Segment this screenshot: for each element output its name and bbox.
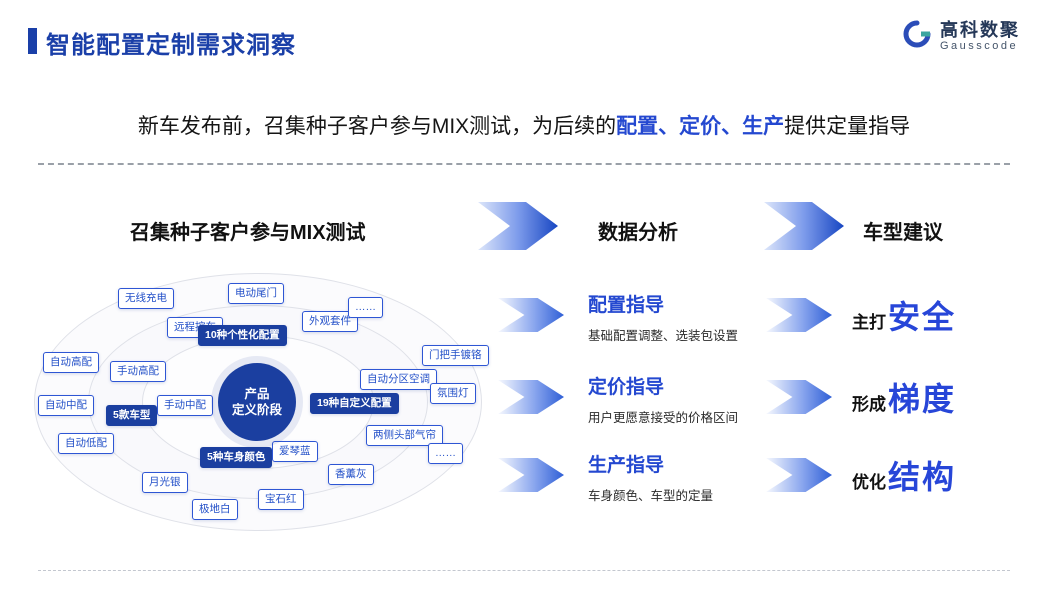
- analysis-row-pricing: 定价指导 用户更愿意接受的价格区间 形成 梯度: [498, 366, 1042, 440]
- bottom-dashed-divider: [38, 570, 1010, 571]
- diagram-label-highlight: 10种个性化配置: [198, 325, 287, 347]
- diagram-label: 外观套件: [302, 311, 358, 333]
- diagram-label: 电动尾门: [228, 283, 284, 305]
- suggestion-keyword: 梯度: [888, 381, 957, 417]
- diagram-label: 自动分区空调: [360, 369, 437, 391]
- subtitle-highlight: 配置、定价、生产: [616, 115, 785, 138]
- logo-name: 高科数聚: [940, 19, 1020, 40]
- suggestion-block: 形成 梯度: [852, 374, 956, 420]
- flow-step2-title: 数据分析: [598, 222, 678, 244]
- diagram-label-highlight: 5款车型: [106, 405, 158, 427]
- title-accent-bar: [28, 28, 37, 54]
- analysis-title: 生产指导: [588, 455, 665, 476]
- logo-tagline: Gausscode: [940, 40, 1019, 53]
- subtitle-post: 提供定量指导: [784, 115, 911, 138]
- diagram-label: 极地白: [192, 499, 238, 521]
- diagram-label: 香薰灰: [328, 464, 374, 486]
- diagram-label-highlight: 19种自定义配置: [310, 393, 399, 415]
- diagram-label: 氛围灯: [430, 383, 476, 405]
- analysis-text-block: 定价指导 用户更愿意接受的价格区间: [588, 372, 763, 426]
- page-title: 智能配置定制需求洞察: [46, 32, 296, 59]
- analysis-row-config: 配置指导 基础配置调整、选装包设置 主打 安全: [498, 284, 1042, 358]
- suggestion-prefix: 形成: [852, 395, 886, 414]
- suggestion-prefix: 优化: [852, 473, 886, 492]
- small-arrow-icon: [498, 380, 564, 414]
- slide-subtitle: 新车发布前，召集种子客户参与MIX测试，为后续的配置、定价、生产提供定量指导: [0, 110, 1048, 140]
- analysis-row-production: 生产指导 车身颜色、车型的定量 优化 结构: [498, 444, 1042, 518]
- flow-arrow-2-icon: [764, 202, 844, 250]
- analysis-text-block: 生产指导 车身颜色、车型的定量: [588, 450, 763, 504]
- suggestion-keyword: 结构: [888, 459, 957, 495]
- flow-step1-title: 召集种子客户参与MIX测试: [130, 222, 366, 244]
- small-arrow-icon: [498, 298, 564, 332]
- analysis-desc: 用户更愿意接受的价格区间: [588, 411, 739, 425]
- diagram-label: 自动高配: [43, 352, 99, 374]
- diagram-label: 自动低配: [58, 433, 114, 455]
- top-dashed-divider: [38, 163, 1010, 165]
- diagram-label: 手动中配: [157, 395, 213, 417]
- diagram-label: 月光银: [142, 472, 188, 494]
- diagram-label: 自动中配: [38, 395, 94, 417]
- analysis-desc: 车身颜色、车型的定量: [588, 489, 714, 503]
- suggestion-keyword: 安全: [888, 299, 957, 335]
- small-arrow-icon: [766, 458, 832, 492]
- suggestion-prefix: 主打: [852, 313, 886, 332]
- subtitle-pre: 新车发布前，召集种子客户参与MIX测试，为后续的: [137, 115, 617, 138]
- analysis-title: 配置指导: [588, 295, 665, 316]
- diagram-label: 宝石红: [258, 489, 304, 511]
- small-arrow-icon: [498, 458, 564, 492]
- flow-step3-title: 车型建议: [863, 222, 943, 244]
- company-logo: 高科数聚 Gausscode: [901, 18, 1020, 55]
- diagram-label-highlight: 5种车身颜色: [200, 447, 273, 469]
- diagram-center-node: 产品 定义阶段: [218, 363, 296, 441]
- diagram-label: 门把手镀铬: [422, 345, 489, 367]
- diagram-label: 爱琴蓝: [272, 441, 318, 463]
- analysis-title: 定价指导: [588, 377, 665, 398]
- diagram-label: 两侧头部气帘: [366, 425, 443, 447]
- diagram-label: ……: [348, 297, 383, 319]
- small-arrow-icon: [766, 298, 832, 332]
- logo-icon: [901, 18, 933, 55]
- diagram-label: 无线充电: [118, 288, 174, 310]
- diagram-label: ……: [428, 443, 463, 465]
- diagram-label: 手动高配: [110, 361, 166, 383]
- suggestion-block: 主打 安全: [852, 292, 956, 338]
- suggestion-block: 优化 结构: [852, 452, 956, 498]
- flow-arrow-1-icon: [478, 202, 558, 250]
- small-arrow-icon: [766, 380, 832, 414]
- analysis-text-block: 配置指导 基础配置调整、选装包设置: [588, 290, 763, 344]
- analysis-desc: 基础配置调整、选装包设置: [588, 329, 739, 343]
